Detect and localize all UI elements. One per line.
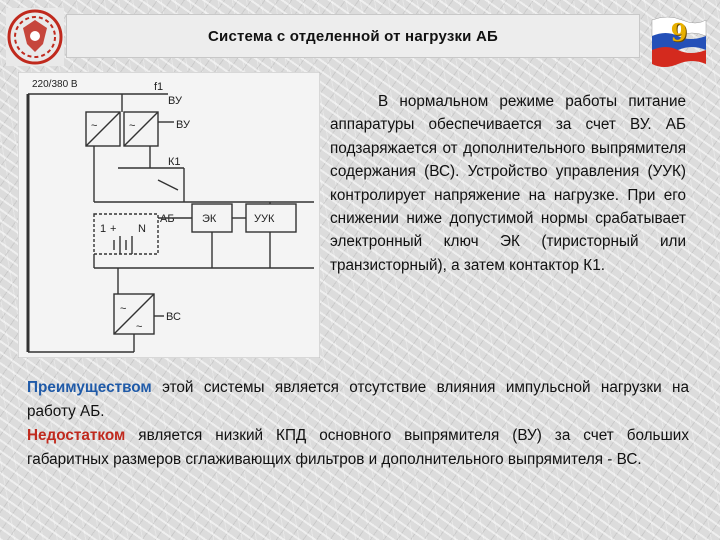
- slide-number: 9: [670, 18, 688, 47]
- f1-label: f1: [154, 81, 163, 93]
- disadvantage-paragraph: Недостатком является низкий КПД основног…: [27, 424, 689, 472]
- flag-icon: [651, 16, 707, 67]
- description-text: В нормальном режиме работы питание аппар…: [330, 90, 686, 277]
- logo: [6, 8, 64, 66]
- vs-label: ВС: [166, 311, 181, 323]
- pros-cons: Преимуществом этой системы является отсу…: [27, 376, 689, 472]
- vu-label: ВУ: [176, 119, 191, 131]
- k1-label: К1: [168, 156, 181, 168]
- advantage-paragraph: Преимуществом этой системы является отсу…: [27, 376, 689, 424]
- russian-flag: [648, 8, 710, 70]
- circuit-diagram: 220/380 В f1 ВУ ~ ~ ВУ К1 АБ 1 + N: [17, 71, 321, 359]
- slide-title: Система с отделенной от нагрузки АБ: [208, 27, 498, 45]
- svg-text:~: ~: [136, 321, 142, 333]
- svg-text:~: ~: [120, 303, 126, 315]
- supply-label: 220/380 В: [32, 79, 78, 90]
- description-body: В нормальном режиме работы питание аппар…: [330, 93, 686, 274]
- disadvantage-text: является низкий КПД основного выпрямител…: [27, 427, 689, 468]
- svg-text:1: 1: [100, 223, 106, 235]
- circuit-schematic: 220/380 В f1 ВУ ~ ~ ВУ К1 АБ 1 + N: [17, 71, 321, 359]
- svg-text:+: +: [110, 223, 116, 235]
- ab-label: АБ: [160, 213, 175, 225]
- svg-text:N: N: [138, 223, 146, 235]
- svg-text:~: ~: [129, 120, 135, 132]
- vu-label-top: ВУ: [168, 95, 183, 107]
- advantage-term: Преимуществом: [27, 379, 152, 396]
- svg-text:~: ~: [91, 120, 97, 132]
- ek-label: ЭК: [202, 213, 217, 225]
- title-bar: Система с отделенной от нагрузки АБ: [66, 14, 640, 58]
- emblem-icon: [7, 9, 63, 65]
- disadvantage-term: Недостатком: [27, 427, 126, 444]
- advantage-text: этой системы является отсутствие влияния…: [27, 379, 689, 420]
- uuk-label: УУК: [254, 213, 275, 225]
